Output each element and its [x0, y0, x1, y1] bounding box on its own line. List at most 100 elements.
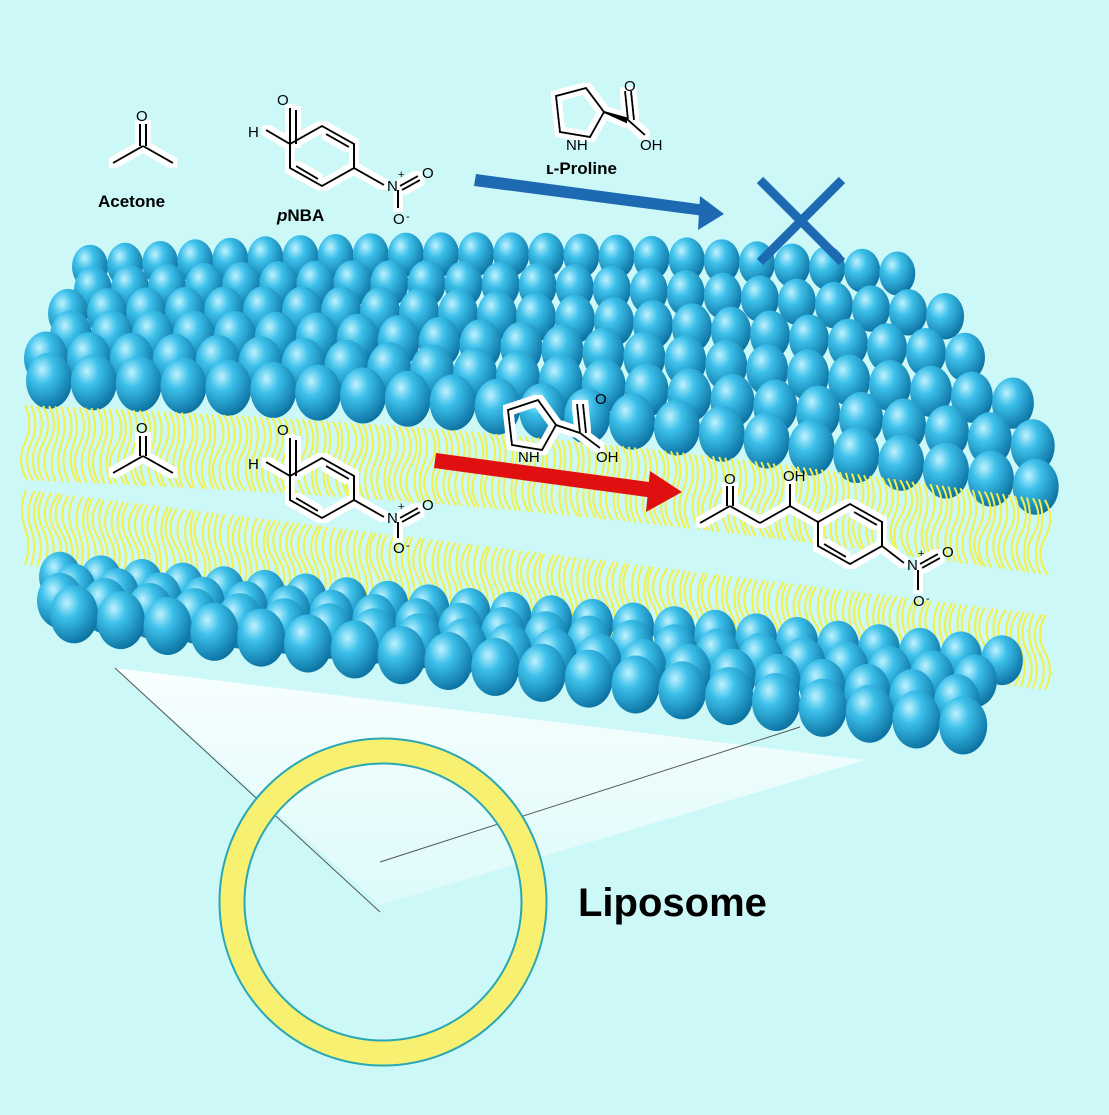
lipid-headgroup	[633, 235, 670, 280]
lipid-headgroup	[237, 608, 286, 667]
lipid-tail	[69, 406, 79, 483]
lipid-tail	[906, 481, 919, 558]
atom-n: N	[907, 557, 918, 574]
lipid-tail	[925, 483, 936, 560]
lipid-tail	[713, 456, 726, 533]
atom-o: O	[913, 593, 925, 610]
lipid-headgroup	[653, 399, 700, 456]
lipid-tail	[303, 419, 315, 496]
lipid-headgroup	[892, 690, 941, 749]
lipid-tail	[785, 465, 798, 542]
lipid-tail	[1026, 497, 1040, 574]
lipid-headgroup	[668, 237, 705, 282]
proline-label: ʟ-Proline	[546, 159, 617, 178]
lipid-headgroup	[377, 626, 426, 685]
lipid-tail	[920, 482, 929, 559]
lipid-headgroup	[330, 620, 379, 679]
lipid-tail	[852, 473, 865, 551]
atom-n: N	[387, 178, 398, 195]
lipid-tail	[893, 479, 908, 556]
lipid-headgroup	[295, 364, 342, 421]
charge-plus: +	[918, 548, 924, 560]
atom-o: O	[277, 92, 289, 109]
lipid-headgroup	[967, 412, 1012, 466]
lipid-headgroup	[703, 239, 740, 284]
lipid-tail	[340, 421, 350, 498]
lipid-tail	[1033, 613, 1045, 690]
lipid-tail	[177, 412, 186, 488]
lipid-tail	[370, 423, 381, 500]
atom-o: O	[136, 108, 148, 125]
proline-structure-membrane	[506, 398, 601, 452]
lipid-headgroup	[906, 328, 946, 377]
acetone-structure-outside	[112, 124, 174, 164]
lipid-tail	[75, 496, 84, 573]
lipid-tail	[829, 470, 839, 547]
lipid-tail	[108, 408, 123, 485]
lipid-tail	[193, 510, 207, 587]
lipid-tail	[172, 411, 181, 488]
lipid-tail	[1023, 497, 1031, 573]
atom-h: H	[248, 124, 259, 141]
red-arrow	[434, 453, 682, 512]
atom-o: O	[624, 78, 636, 95]
lipid-tail	[793, 466, 803, 543]
cross-icon	[756, 176, 846, 266]
lipid-tail	[749, 460, 762, 537]
lipid-tail	[244, 415, 253, 492]
lipid-headgroup	[798, 678, 847, 737]
lipid-headgroup	[889, 289, 928, 336]
lipid-tail	[154, 505, 162, 582]
lipid-tail	[110, 500, 121, 577]
lipid-tail	[803, 467, 817, 544]
lipid-tail	[50, 406, 60, 482]
lipid-tail	[949, 486, 961, 563]
atom-o: O	[422, 497, 434, 514]
lipid-tail	[344, 422, 358, 499]
lipid-tail	[1034, 498, 1044, 575]
lipid-headgroup	[950, 371, 993, 423]
lipid-tail	[310, 419, 319, 496]
lipid-headgroup	[474, 378, 521, 435]
lipid-tail	[812, 468, 820, 545]
lipid-tail	[1039, 614, 1052, 691]
lipid-headgroup	[774, 243, 810, 288]
charge-minus: -	[406, 211, 410, 223]
charge-minus: -	[406, 540, 410, 552]
lipid-tail	[914, 482, 923, 558]
lipid-tail	[955, 487, 966, 564]
lipid-tail	[279, 417, 290, 494]
lipid-tail	[876, 477, 889, 554]
lipid-headgroup	[945, 332, 985, 382]
lipid-headgroup	[429, 374, 476, 431]
lipid-tail	[273, 417, 284, 494]
lipid-tail	[767, 463, 780, 540]
atom-o: O	[595, 391, 607, 408]
lipid-headgroup	[828, 318, 868, 368]
lipid-headgroup	[743, 412, 790, 469]
lipid-tail	[399, 426, 412, 503]
lipid-headgroup	[698, 405, 745, 462]
lipid-tail	[208, 413, 217, 490]
lipid-tail	[944, 486, 953, 562]
top-leaflet-headgroups	[24, 232, 1059, 515]
lipid-headgroup	[1012, 458, 1059, 515]
lipid-tail	[393, 425, 406, 502]
lipid-headgroup	[564, 388, 611, 445]
lipid-tail	[936, 485, 949, 562]
lipid-tail	[189, 412, 199, 489]
lipid-headgroup	[752, 673, 800, 731]
lipid-tail	[841, 472, 851, 549]
lipid-tail	[870, 476, 882, 553]
lipid-headgroup	[205, 359, 252, 416]
pnba-structure-membrane	[265, 438, 421, 538]
atom-o: O	[393, 211, 405, 228]
lipid-headgroup	[815, 281, 853, 329]
lipid-headgroup	[991, 377, 1034, 429]
pnba-label: pNBA	[276, 206, 324, 225]
lipid-headgroup	[852, 285, 890, 332]
lipid-tail	[218, 414, 231, 491]
lipid-tail	[160, 506, 169, 583]
atom-o: O	[277, 422, 289, 439]
lipid-tail	[57, 406, 66, 483]
